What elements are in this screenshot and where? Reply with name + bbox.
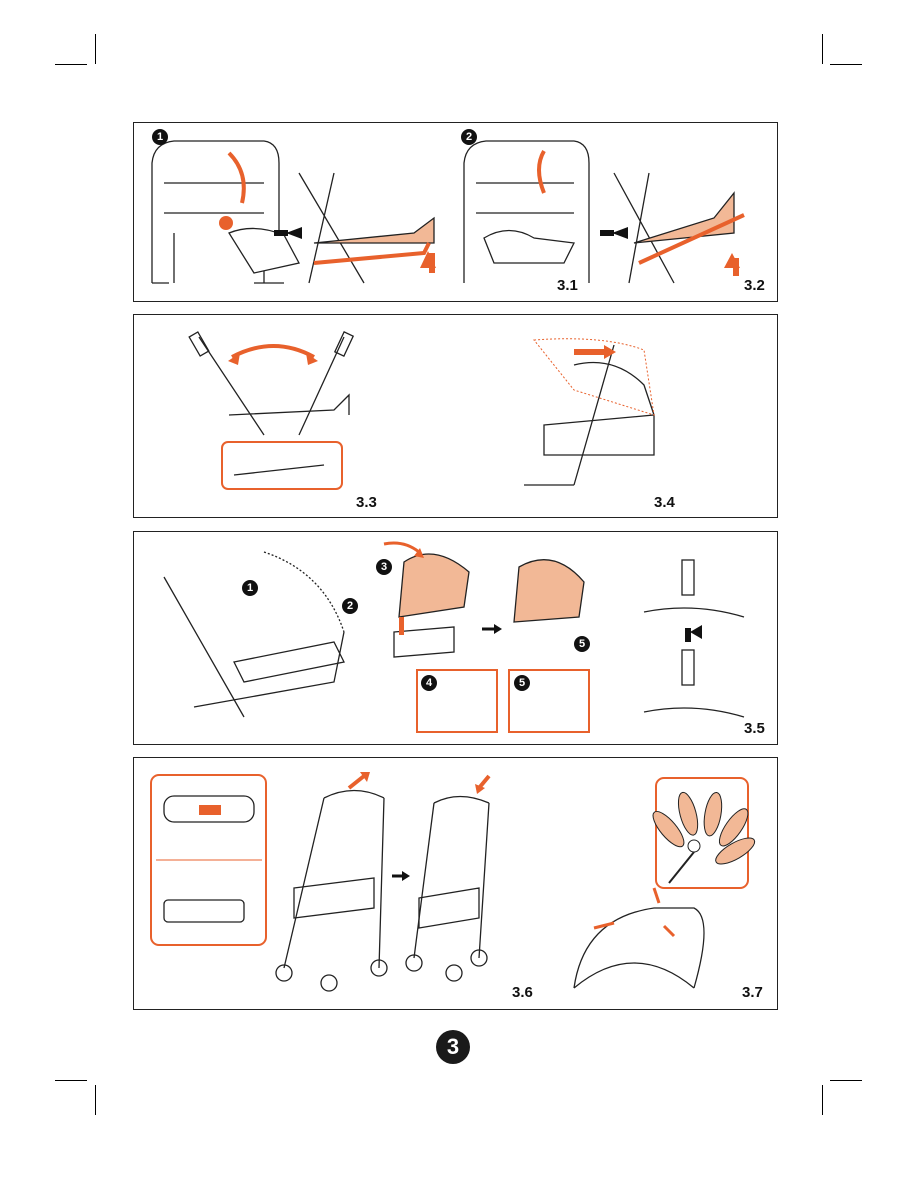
- panel-canopy-attach: 1 2 3 4 5 5 3.5: [133, 531, 778, 745]
- fold-handle-illustration: [134, 758, 779, 1011]
- step-label: 3.4: [654, 494, 675, 511]
- crop-mark: [55, 64, 87, 65]
- step-badge: 5: [574, 636, 590, 652]
- step-badge: 1: [242, 580, 258, 596]
- page-number: 3: [436, 1030, 470, 1064]
- step-badge: 4: [421, 675, 437, 691]
- step-badge: 2: [461, 129, 477, 145]
- step-badge: 1: [152, 129, 168, 145]
- crop-mark: [95, 1085, 96, 1115]
- step-label: 3.2: [744, 277, 765, 294]
- step-badge: 2: [342, 598, 358, 614]
- step-label: 3.1: [557, 277, 578, 294]
- crop-mark: [95, 34, 96, 64]
- step-label: 3.3: [356, 494, 377, 511]
- crop-mark: [822, 34, 823, 64]
- crop-mark: [55, 1080, 87, 1081]
- step-badge: 3: [376, 559, 392, 575]
- handle-canopy-illustration: [134, 315, 779, 519]
- crop-mark: [830, 1080, 862, 1081]
- seat-recline-illustration: [134, 123, 779, 303]
- panel-fold-handle: 3.6 3.7: [133, 757, 778, 1010]
- step-label: 3.7: [742, 984, 763, 1001]
- crop-mark: [830, 64, 862, 65]
- panel-seat-recline: 1 2 3.1 3.2: [133, 122, 778, 302]
- step-label: 3.5: [744, 720, 765, 737]
- canopy-attach-illustration: [134, 532, 779, 746]
- crop-mark: [822, 1085, 823, 1115]
- panel-handle-canopy: 3.3 3.4: [133, 314, 778, 518]
- step-label: 3.6: [512, 984, 533, 1001]
- step-badge: 5: [514, 675, 530, 691]
